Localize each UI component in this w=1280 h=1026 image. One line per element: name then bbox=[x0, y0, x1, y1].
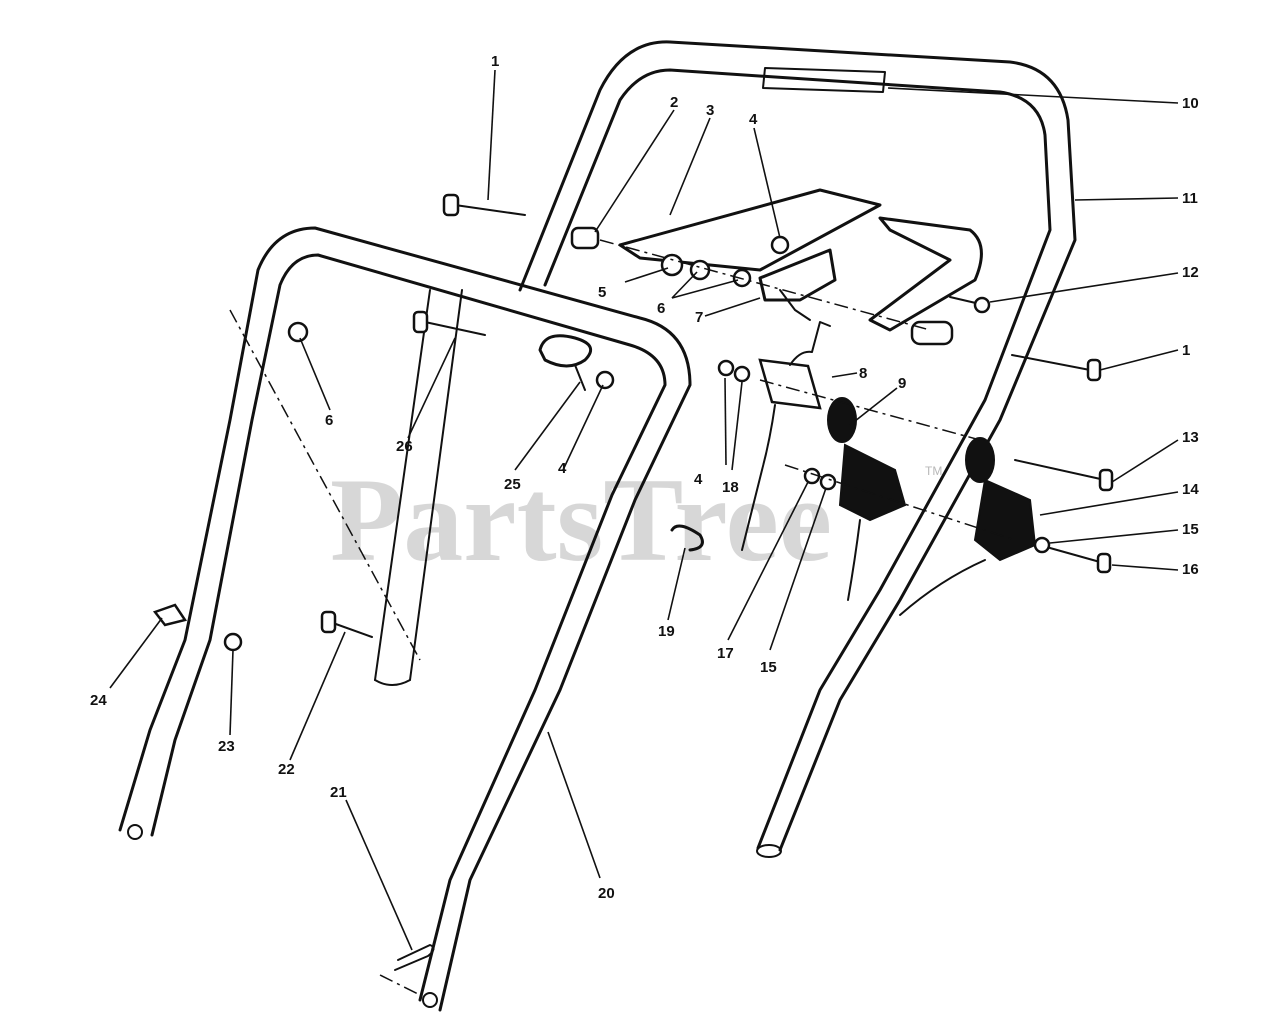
callout-12: 12 bbox=[1182, 264, 1199, 281]
callout-4-mid: 4 bbox=[694, 471, 703, 488]
switch-box bbox=[741, 321, 831, 551]
callout-6-mid: 6 bbox=[657, 300, 665, 317]
watermark: PartsTree bbox=[330, 453, 832, 586]
callouts: 1 2 3 4 4 4 5 6 6 7 8 9 10 11 12 1 13 14… bbox=[90, 53, 1199, 902]
callout-19: 19 bbox=[658, 623, 675, 640]
leader-lines bbox=[109, 69, 1179, 951]
callout-24: 24 bbox=[90, 692, 107, 709]
callout-15-bottom: 15 bbox=[760, 659, 777, 676]
callout-26: 26 bbox=[396, 438, 413, 455]
callout-20: 20 bbox=[598, 885, 615, 902]
alignment-lines bbox=[229, 239, 1016, 996]
lower-handle bbox=[118, 226, 692, 1012]
callout-5: 5 bbox=[598, 284, 606, 301]
control-lever-left bbox=[827, 397, 907, 601]
callout-13: 13 bbox=[1182, 429, 1199, 446]
callout-1-top: 1 bbox=[491, 53, 499, 70]
callout-4-left: 4 bbox=[558, 460, 567, 477]
cross-brace bbox=[618, 188, 983, 332]
callout-11: 11 bbox=[1182, 190, 1198, 207]
callout-7: 7 bbox=[695, 309, 703, 326]
callout-9: 9 bbox=[898, 375, 906, 392]
control-lever-right bbox=[899, 437, 1037, 616]
fasteners bbox=[152, 193, 1114, 971]
callout-17: 17 bbox=[717, 645, 734, 662]
callout-18: 18 bbox=[722, 479, 739, 496]
callout-4-top: 4 bbox=[749, 111, 758, 128]
bracket bbox=[758, 248, 837, 321]
callout-16: 16 bbox=[1182, 561, 1199, 578]
callout-21: 21 bbox=[330, 784, 347, 801]
callout-22: 22 bbox=[278, 761, 295, 778]
callout-1-right: 1 bbox=[1182, 342, 1190, 359]
callout-2: 2 bbox=[670, 94, 678, 111]
callout-14: 14 bbox=[1182, 481, 1199, 498]
callout-6-left: 6 bbox=[325, 412, 333, 429]
callout-25: 25 bbox=[504, 476, 521, 493]
watermark-tm: TM bbox=[925, 464, 942, 478]
callout-10: 10 bbox=[1182, 95, 1199, 112]
callout-23: 23 bbox=[218, 738, 235, 755]
callout-15-right: 15 bbox=[1182, 521, 1199, 538]
callout-8: 8 bbox=[859, 365, 867, 382]
callout-3: 3 bbox=[706, 102, 714, 119]
